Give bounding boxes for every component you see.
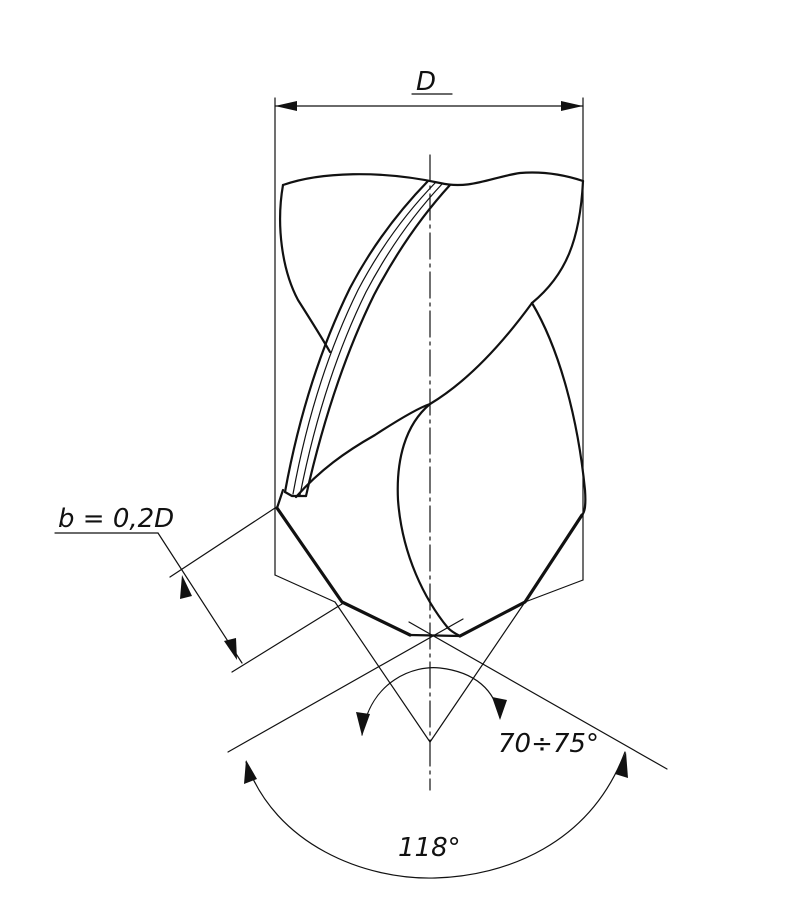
width-extension-lower: [231, 603, 343, 673]
point-angle-arrow-left: [244, 760, 257, 784]
inner-angle-arc: [361, 667, 501, 736]
inner-angle-arrow-right: [492, 697, 507, 720]
chevron-right: [524, 579, 584, 603]
point-angle-arrow-right: [615, 752, 628, 778]
diameter-dimension: D: [274, 67, 584, 581]
land-edge-inner: [304, 183, 452, 498]
flute-left-lower: [275, 488, 285, 510]
shank-top-edge: [281, 171, 585, 187]
cutting-lip-left: [275, 506, 412, 637]
cutting-lip-right: [458, 513, 584, 638]
body-right-lower-contour: [530, 301, 587, 517]
land-edge-outer: [283, 179, 430, 494]
inner-angle-label: 70÷75°: [498, 729, 599, 759]
point-angle-line-left: [227, 618, 464, 753]
land-edge-middle-2: [299, 182, 444, 496]
point-angle-arc: [245, 751, 626, 879]
width-label: b = 0,2D: [58, 504, 174, 534]
inner-angle-arrow-left: [356, 712, 370, 736]
width-extension-upper: [169, 507, 276, 578]
land-edge-middle-1: [292, 181, 437, 495]
land-tip: [283, 490, 308, 498]
chevron-left: [274, 574, 336, 603]
inner-flute-curve: [396, 402, 462, 638]
point-angle-construction: 118°: [227, 618, 668, 879]
inner-angle-construction: 70÷75°: [334, 601, 599, 759]
arrowhead-left: [275, 101, 297, 111]
inner-angle-line-right: [429, 601, 526, 743]
point-angle-label: 118°: [398, 833, 461, 863]
point-angle-line-right: [408, 621, 668, 770]
drill-body: [275, 171, 587, 638]
arrowhead-right: [561, 101, 583, 111]
flute-crossing-edge: [294, 301, 534, 499]
body-left-contour: [279, 183, 332, 354]
width-dimension: b = 0,2D: [54, 504, 343, 673]
width-arrow-lower: [224, 638, 237, 660]
body-right-top-contour: [530, 179, 585, 305]
width-arrow-upper: [180, 575, 192, 599]
diameter-label: D: [416, 67, 436, 97]
inner-angle-line-left: [334, 601, 431, 743]
